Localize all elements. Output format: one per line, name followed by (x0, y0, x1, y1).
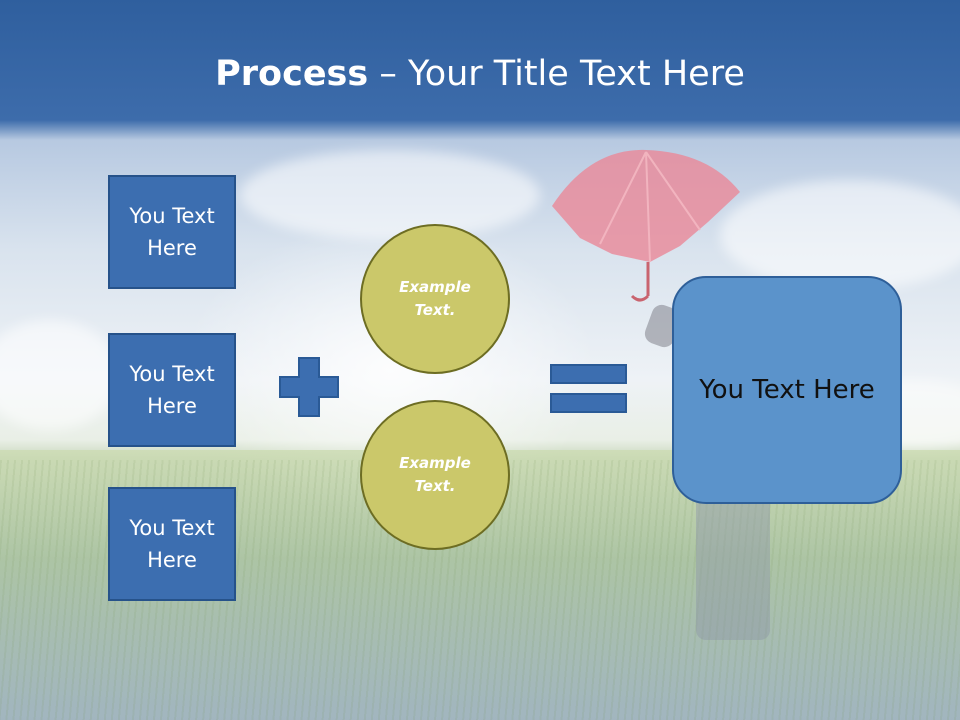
input-box-label: You Text Here (129, 516, 215, 572)
input-box-3[interactable]: You Text Here (108, 487, 236, 601)
result-box-label: You Text Here (699, 375, 875, 405)
background-cloud (0, 320, 120, 430)
title-bar: Process – Your Title Text Here (0, 0, 960, 128)
input-box-1[interactable]: You Text Here (108, 175, 236, 289)
slide-title-rest: – Your Title Text Here (368, 54, 745, 94)
example-circle-2[interactable]: Example Text. (360, 400, 510, 550)
slide-title-bold: Process (215, 54, 369, 94)
result-box[interactable]: You Text Here (672, 276, 902, 504)
input-box-label: You Text Here (129, 204, 215, 260)
example-circle-label: Example Text. (399, 454, 471, 495)
input-box-label: You Text Here (129, 362, 215, 418)
example-circle-label: Example Text. (399, 278, 471, 319)
example-circle-1[interactable]: Example Text. (360, 224, 510, 374)
input-box-2[interactable]: You Text Here (108, 333, 236, 447)
equals-icon-bottom-bar (550, 393, 627, 413)
plus-icon (279, 357, 339, 417)
background-cloud (720, 180, 960, 290)
slide-title: Process – Your Title Text Here (0, 52, 960, 96)
equals-icon-top-bar (550, 364, 627, 384)
